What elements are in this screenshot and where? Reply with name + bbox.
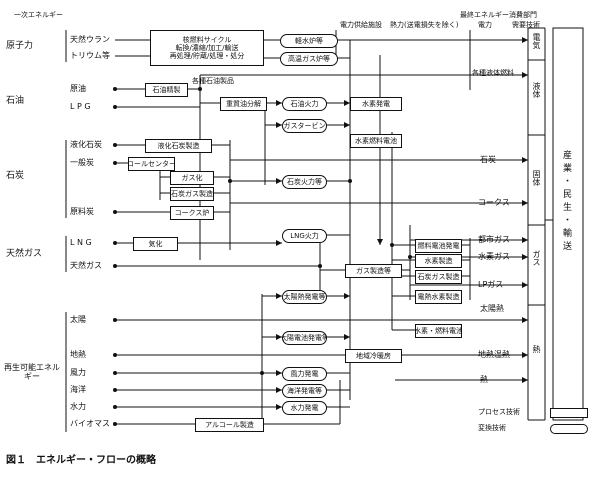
box-heat-pump: 水素・燃料電池	[415, 324, 462, 338]
final-city-gas: 都市ガス	[478, 235, 510, 244]
box-oil-refining: 石油精製	[145, 83, 188, 97]
column-heat-gen: 熱力(送電損失を除く)	[390, 21, 459, 29]
col-electric-vertical: 電気	[532, 33, 541, 49]
box-htgr: 高温ガス炉等	[280, 52, 338, 66]
sub-biomass: バイオマス	[70, 419, 110, 428]
final-solar-heat: 太陽熱	[480, 304, 504, 313]
final-liquid-fuel: 各種液体燃料	[472, 69, 514, 77]
box-alcohol: アルコール製造	[195, 418, 264, 432]
final-heat: 熱	[480, 375, 488, 384]
fuel-cycle-line2: 再処理/貯蔵/処理・処分	[169, 52, 245, 61]
box-vaporize: 気化	[133, 237, 178, 251]
source-gas: 天然ガス	[6, 249, 43, 259]
final-hydrogen-gas: 水素ガス	[478, 252, 510, 261]
box-gasif-plant: 水素製造	[415, 254, 462, 268]
box-wind-power: 風力発電	[282, 367, 327, 381]
box-coal-liq2: 石炭ガス製造	[415, 270, 462, 284]
box-city-gas-prod: 電熱水素製造	[415, 290, 462, 304]
sub-geothermal: 地熱	[70, 350, 86, 359]
fuel-cycle-title: 核燃料サイクル	[182, 35, 232, 44]
box-coal-gas-mfr: 石炭ガス製造	[170, 187, 214, 201]
col-liquid-vertical: 液体	[532, 82, 541, 98]
source-coal: 石炭	[6, 171, 25, 181]
final-coal: 石炭	[480, 155, 496, 164]
box-gas-prod: ガス製造等	[345, 264, 402, 278]
legend-process-label: プロセス技術	[478, 408, 520, 416]
label-oil-products: 各種石油製品	[192, 77, 234, 85]
legend-convert-box	[550, 424, 588, 434]
sub-uranium: 天然ウラン	[70, 35, 110, 44]
sub-coking-coal: 原料炭	[70, 207, 94, 216]
sub-liq-coal: 液化石炭	[70, 140, 102, 149]
source-renew: 再生可能エネルギー	[2, 360, 62, 384]
fuel-cycle-line1: 転換/濃縮/加工/輸送	[175, 43, 239, 52]
box-light-water: 軽水炉等	[280, 34, 338, 48]
box-coal-liq-plant: 液化石炭製造	[145, 139, 212, 153]
sub-general-coal: 一般炭	[70, 158, 94, 167]
box-heat-supply: 地域冷暖房	[345, 349, 402, 363]
demand-sectors: 産業・民生・輸送	[561, 150, 571, 254]
sub-lng: L N G	[70, 238, 92, 247]
figure-caption: 図１ エネルギー・フローの概略	[6, 455, 156, 466]
box-solar-pv: 太陽電池発電等	[282, 331, 327, 345]
box-coal-gasif: ガス化	[170, 171, 214, 185]
box-gas-turbine: ガスタービン	[282, 119, 327, 133]
legend-process-box	[550, 408, 588, 418]
box-water-power: 水素燃料電池	[350, 134, 402, 148]
source-oil: 石油	[6, 96, 25, 106]
box-pumped: 燃料電池発電	[415, 239, 462, 253]
column-electric: 電力	[478, 21, 492, 29]
box-hydrogen: 水素発電	[350, 97, 402, 111]
header-final: 最終エネルギー消費部門	[460, 11, 537, 19]
box-ocean-power: 海洋発電等	[282, 384, 327, 398]
header-primary: 一次エネルギー	[14, 11, 63, 19]
header-demand: 需要技術	[512, 21, 540, 29]
final-lpg-gas: LPガス	[478, 280, 504, 289]
sub-ocean: 海洋	[70, 385, 86, 394]
final-coke: コークス	[478, 198, 510, 207]
box-cracking: 重質油分解	[220, 97, 267, 111]
sub-crude: 原油	[70, 84, 86, 93]
source-nuclear: 原子力	[6, 41, 34, 51]
box-fuel-cycle: 核燃料サイクル 転換/濃縮/加工/輸送 再処理/貯蔵/処理・処分	[150, 30, 264, 66]
final-geo-heat: 地熱温熱	[478, 350, 510, 359]
sub-natural-gas: 天然ガス	[70, 261, 102, 270]
sub-wind: 風力	[70, 368, 86, 377]
col-gas-vertical: ガス	[532, 250, 541, 266]
sub-lpg: L P G	[70, 102, 91, 111]
box-solar-heat: 太陽熱発電等	[282, 290, 327, 304]
legend-convert-label: 変換技術	[478, 424, 506, 432]
sub-thorium: トリウム等	[70, 51, 110, 60]
column-power-gen: 電力供給施設	[340, 21, 382, 29]
sub-hydro: 水力	[70, 402, 86, 411]
col-heat-vertical: 熱	[532, 345, 541, 353]
box-oil-thermal: 石油火力	[282, 97, 327, 111]
col-solid-vertical: 固体	[532, 170, 541, 186]
box-lng-thermal: LNG火力	[282, 229, 327, 243]
sub-solar: 太陽	[70, 315, 86, 324]
box-hydro-power: 水力発電	[282, 401, 327, 415]
box-coal-thermal: 石炭火力等	[282, 175, 327, 189]
box-coal-center: コールセンター	[128, 157, 175, 171]
box-coke-oven: コークス炉	[170, 206, 214, 220]
